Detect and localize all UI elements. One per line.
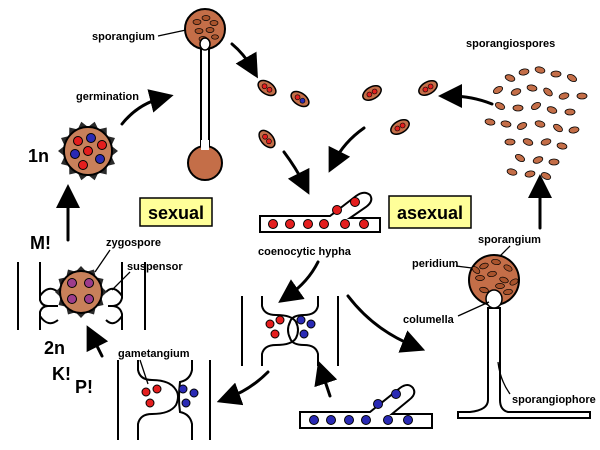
label-germination: germination [76, 91, 139, 103]
sporangiospore [546, 106, 558, 114]
arrow-hypha-to-sporangium [346, 294, 426, 353]
label-1n: 1n [28, 146, 49, 166]
arrow-to-gametangium [216, 370, 270, 406]
sporangiospore [500, 120, 512, 128]
label-2n: 2n [44, 338, 65, 358]
sporangiospore [526, 84, 538, 92]
arrow-gametangium-to-zygospore [86, 325, 109, 358]
arrow-spores-to-left [438, 84, 494, 109]
label-m: M! [30, 233, 51, 253]
sporangiospore [522, 138, 534, 146]
sporangiospore [556, 142, 568, 150]
sporangium-inner-spore [471, 266, 481, 274]
sporangiospore [512, 104, 524, 112]
bottom-bulb [187, 145, 223, 181]
label-k: K! [52, 364, 71, 384]
label-gametangium: gametangium [118, 348, 190, 360]
gametangium-structure [117, 360, 211, 440]
sporangium-inner-spore [479, 262, 489, 270]
arrow-blue-hypha-up [314, 360, 338, 398]
released-spores-right [362, 80, 438, 135]
sporangium-inner-spore [479, 286, 489, 294]
sporangiospore [568, 126, 580, 134]
blue-hypha [299, 384, 433, 429]
sporangiospore [534, 120, 546, 128]
sporangium-spores [192, 15, 219, 42]
sporangiospore [564, 108, 576, 116]
sporangium-inner-spore [499, 276, 509, 284]
zygospore-structure [17, 262, 146, 330]
arrow-to-hypha-left [282, 150, 310, 195]
sporangiospore [506, 168, 518, 176]
sporangiospore [576, 92, 588, 100]
sporangiospore [534, 66, 546, 74]
label-columella: columella [403, 314, 455, 326]
label-coenocytic-hypha: coenocytic hypha [258, 246, 352, 258]
label-suspensor: suspensor [127, 261, 183, 273]
sporangiospore [567, 73, 577, 83]
sporangiospore [504, 74, 516, 82]
center-gametangia [241, 296, 339, 366]
label-sporangiophore: sporangiophore [512, 394, 596, 406]
sporangiospore [504, 138, 516, 146]
sporangium-inner-spore [491, 258, 501, 266]
label-p: P! [75, 377, 93, 397]
sporangiospore [510, 88, 522, 96]
sporangiospore [493, 85, 503, 95]
sporangium-inner-spore [495, 283, 505, 289]
right-sporangium [457, 254, 591, 419]
sporangium-inner-spore [503, 264, 513, 272]
cycle-arrows [56, 42, 552, 406]
sporangium-inner-spore [475, 275, 485, 281]
label-peridium: peridium [412, 258, 459, 270]
label-sporangiospores: sporangiospores [466, 38, 555, 50]
sporangiospore [540, 172, 552, 180]
arrow-germination [120, 89, 174, 126]
sporangiospore [540, 138, 552, 146]
sporangiospore [543, 87, 553, 97]
germinating-zygospore [58, 121, 118, 181]
sporangiospore [531, 101, 541, 111]
sporangiospore [548, 158, 560, 166]
label-asexual: asexual [397, 203, 463, 223]
sporangiospore [550, 70, 562, 78]
sporangium-inner-spore [509, 278, 519, 286]
sporangiospore [524, 170, 536, 178]
sporangiospore [516, 122, 528, 130]
sexual-box [139, 197, 213, 227]
sporangium-inner-spore [503, 288, 513, 296]
sporangiospore [558, 92, 570, 100]
sporangiospore-scatter [484, 66, 588, 180]
sporangium-inner-spore [487, 270, 497, 278]
arrow-release-left [230, 42, 258, 79]
sporangiospore [484, 118, 496, 126]
top-sporangium [184, 8, 226, 181]
arrow-hypha-to-gametangia [278, 260, 320, 303]
arrow-to-hypha-right [328, 126, 366, 173]
sporangiospore [515, 153, 525, 163]
sporangiospore [518, 68, 530, 76]
label-zygospore: zygospore [106, 237, 161, 249]
released-spores-left [257, 79, 310, 149]
coenocytic-hypha [259, 191, 381, 233]
label-sporangium-right: sporangium [478, 234, 541, 246]
label-sporangium-top: sporangium [92, 31, 155, 43]
label-sexual: sexual [148, 203, 204, 223]
sporangiospore [494, 102, 506, 110]
asexual-box [388, 195, 472, 229]
sporangiospore [532, 156, 544, 164]
sporangiospore [553, 123, 563, 133]
